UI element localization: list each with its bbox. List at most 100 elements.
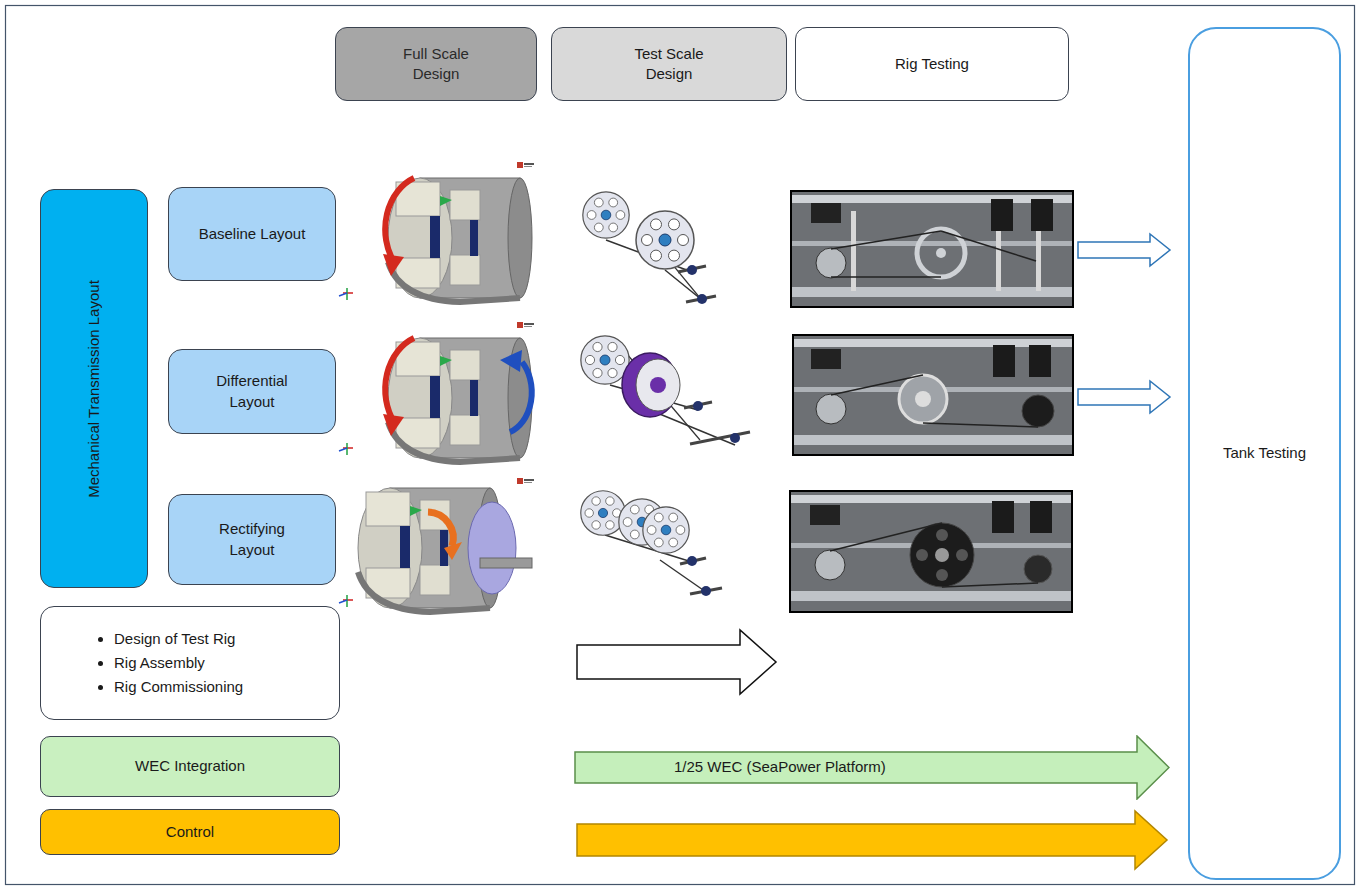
baseline-rig-photo [831,276,941,278]
workstream-box: WEC Integration [40,736,340,797]
box-label: Tank Testing [1223,443,1306,463]
text-group: Rig Testing [895,54,969,74]
rectifying-rig-photo [1030,501,1052,533]
box-label: Differential Layout [197,371,307,412]
differential-test-scale [693,401,703,411]
rectifying-rig-photo [942,583,1038,587]
bullet-list: Design of Test RigRig AssemblyRig Commis… [78,627,243,699]
box-label: Baseline Layout [199,224,306,244]
differential-rig-photo [1029,345,1051,377]
baseline-rig-photo [831,231,941,249]
block-arrow-shape [575,736,1169,799]
text-group: Test Scale Design [624,44,714,85]
rectifying-rig-photo [935,548,949,562]
differential-test-scale [690,432,750,444]
rectifying-gearbox [517,478,534,484]
column-header: Full Scale Design [335,27,537,101]
baseline-gearbox [517,162,534,168]
rectifying-rig-photo [936,529,948,541]
differential-rig-photo [915,391,931,407]
baseline-rig-photo [792,287,1072,297]
column-header: Rig Testing [795,27,1069,101]
block-arrow-label: 1/25 WEC (SeaPower Platform) [574,735,1170,800]
workstream-box: Control [40,809,340,855]
rectifying-rig-photo [830,523,942,551]
group-box: Mechanical Transmission Layout [40,189,148,588]
rectifying-rig-photo [815,550,845,580]
baseline-rig-photo [936,248,946,258]
bullet-item: Rig Commissioning [114,675,243,699]
baseline-rig-photo [791,191,1073,307]
outer-frame [6,6,1355,885]
bullet-item: Design of Test Rig [114,627,243,651]
layout-box: Differential Layout [168,349,336,434]
bullet-item: Rig Assembly [114,651,243,675]
baseline-test-scale [697,294,707,304]
rectifying-rig-photo [791,591,1071,601]
column-header: Test Scale Design [551,27,787,101]
differential-gearbox [383,414,404,436]
text-group: Mechanical Transmission Layout [84,280,104,498]
rectifying-gearbox [480,558,532,568]
differential-rig-photo [1022,395,1054,427]
box-label: Rectifying Layout [197,519,307,560]
baseline-rig-photo [816,248,846,278]
differential-test-scale [581,336,750,445]
rectifying-rig-photo [910,523,974,587]
text-group: Tank Testing [1223,443,1306,463]
baseline-gearbox [388,178,532,302]
differential-rig-photo [923,423,1038,427]
baseline-rig-photo [792,241,1072,246]
baseline-test-scale [583,192,629,238]
rectifying-rig-photo [916,549,928,561]
rectifying-test-scale [701,586,711,596]
differential-rig-photo [793,335,1073,455]
baseline-gearbox [339,288,353,300]
rectifying-rig-photo [956,549,968,561]
differential-rig-photo [993,345,1015,377]
baseline-rig-photo [941,231,1036,261]
differential-rig-photo [831,375,923,395]
text-group: WEC Integration [135,756,245,776]
differential-rig-photo [793,335,1073,455]
box-label: 1/25 WEC (SeaPower Platform) [674,757,886,777]
baseline-gearbox [339,162,534,302]
rectifying-rig-photo [992,501,1014,533]
differential-rig-photo [811,349,841,369]
rectifying-rig-photo [936,569,948,581]
box-label: Full Scale Design [391,44,481,85]
differential-test-scale [636,359,680,411]
text-group: Full Scale Design [391,44,481,85]
block-arrow [577,630,776,694]
block-arrow [577,811,1167,869]
differential-gearbox [339,443,353,455]
differential-gearbox [385,338,414,422]
baseline-gearbox [383,254,404,276]
baseline-rig-photo [811,203,841,223]
baseline-rig-photo [996,231,1001,291]
rectifying-rig-photo [790,491,1072,612]
baseline-rig-photo [1031,199,1053,231]
baseline-rig-photo [991,199,1013,231]
rectifying-test-scale [581,491,722,596]
text-group: 1/25 WEC (SeaPower Platform) [674,757,886,777]
baseline-rig-photo [851,211,856,291]
layout-box: Baseline Layout [168,187,336,281]
text-group: Differential Layout [197,371,307,412]
rectifying-gearbox [339,595,353,607]
text-group: Baseline Layout [199,224,306,244]
baseline-rig-photo [791,191,1073,307]
baseline-test-scale [583,192,716,304]
baseline-test-scale [687,265,697,275]
differential-rig-photo [816,394,846,424]
block-arrow [1078,234,1170,266]
rectifying-rig-photo [1024,555,1052,583]
differential-gearbox [388,338,532,462]
box-label: Mechanical Transmission Layout [84,280,104,498]
baseline-gearbox [385,178,414,262]
differential-gearbox [517,322,534,328]
baseline-test-scale [636,211,694,269]
task-list-box: Design of Test RigRig AssemblyRig Commis… [40,606,340,720]
differential-test-scale [650,377,666,393]
